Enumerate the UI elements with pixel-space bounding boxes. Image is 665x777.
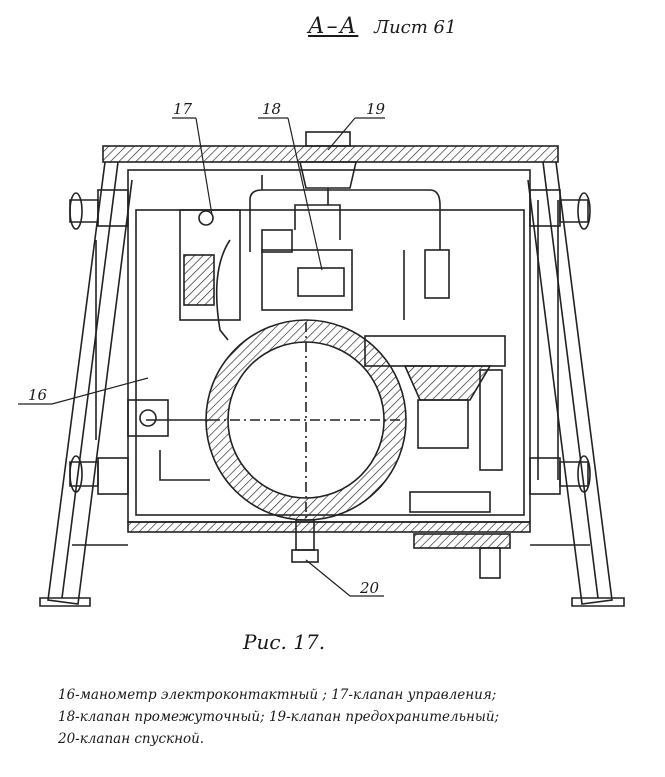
valve-20 (291, 519, 319, 563)
figure-caption: Рис. 17. (243, 630, 326, 654)
central-vessel (205, 319, 407, 521)
piping (146, 175, 441, 481)
frame-leg-left (47, 161, 133, 605)
sheet-label: Лист 61 (374, 17, 457, 38)
bracket-right (529, 189, 591, 495)
callout-19: 19 (366, 100, 386, 118)
legend-line-1: 16-манометр электроконтактный ; 17-клапа… (58, 687, 497, 703)
legend-line-3: 20-клапан спускной. (58, 731, 205, 747)
manometer-16 (127, 399, 169, 437)
legend: 16-манометр электроконтактный ; 17-клапа… (58, 684, 658, 750)
section-label: А–А (308, 14, 359, 39)
inner-housing (127, 169, 531, 523)
valve-19 (298, 131, 358, 205)
callout-17: 17 (173, 100, 193, 118)
bracket-left (69, 189, 129, 495)
valve-18 (261, 229, 353, 311)
right-mechanism (364, 249, 511, 579)
section-header: А–А Лист 61 (308, 14, 456, 39)
legend-line-2: 18-клапан промежуточный; 19-клапан предо… (58, 709, 500, 725)
callout-18: 18 (262, 100, 282, 118)
top-plate (102, 145, 559, 163)
frame-leg-right (527, 161, 613, 605)
callout-16: 16 (28, 386, 48, 404)
callout-20: 20 (360, 579, 380, 597)
valve-17 (179, 209, 241, 321)
bottom-plate (127, 521, 531, 533)
